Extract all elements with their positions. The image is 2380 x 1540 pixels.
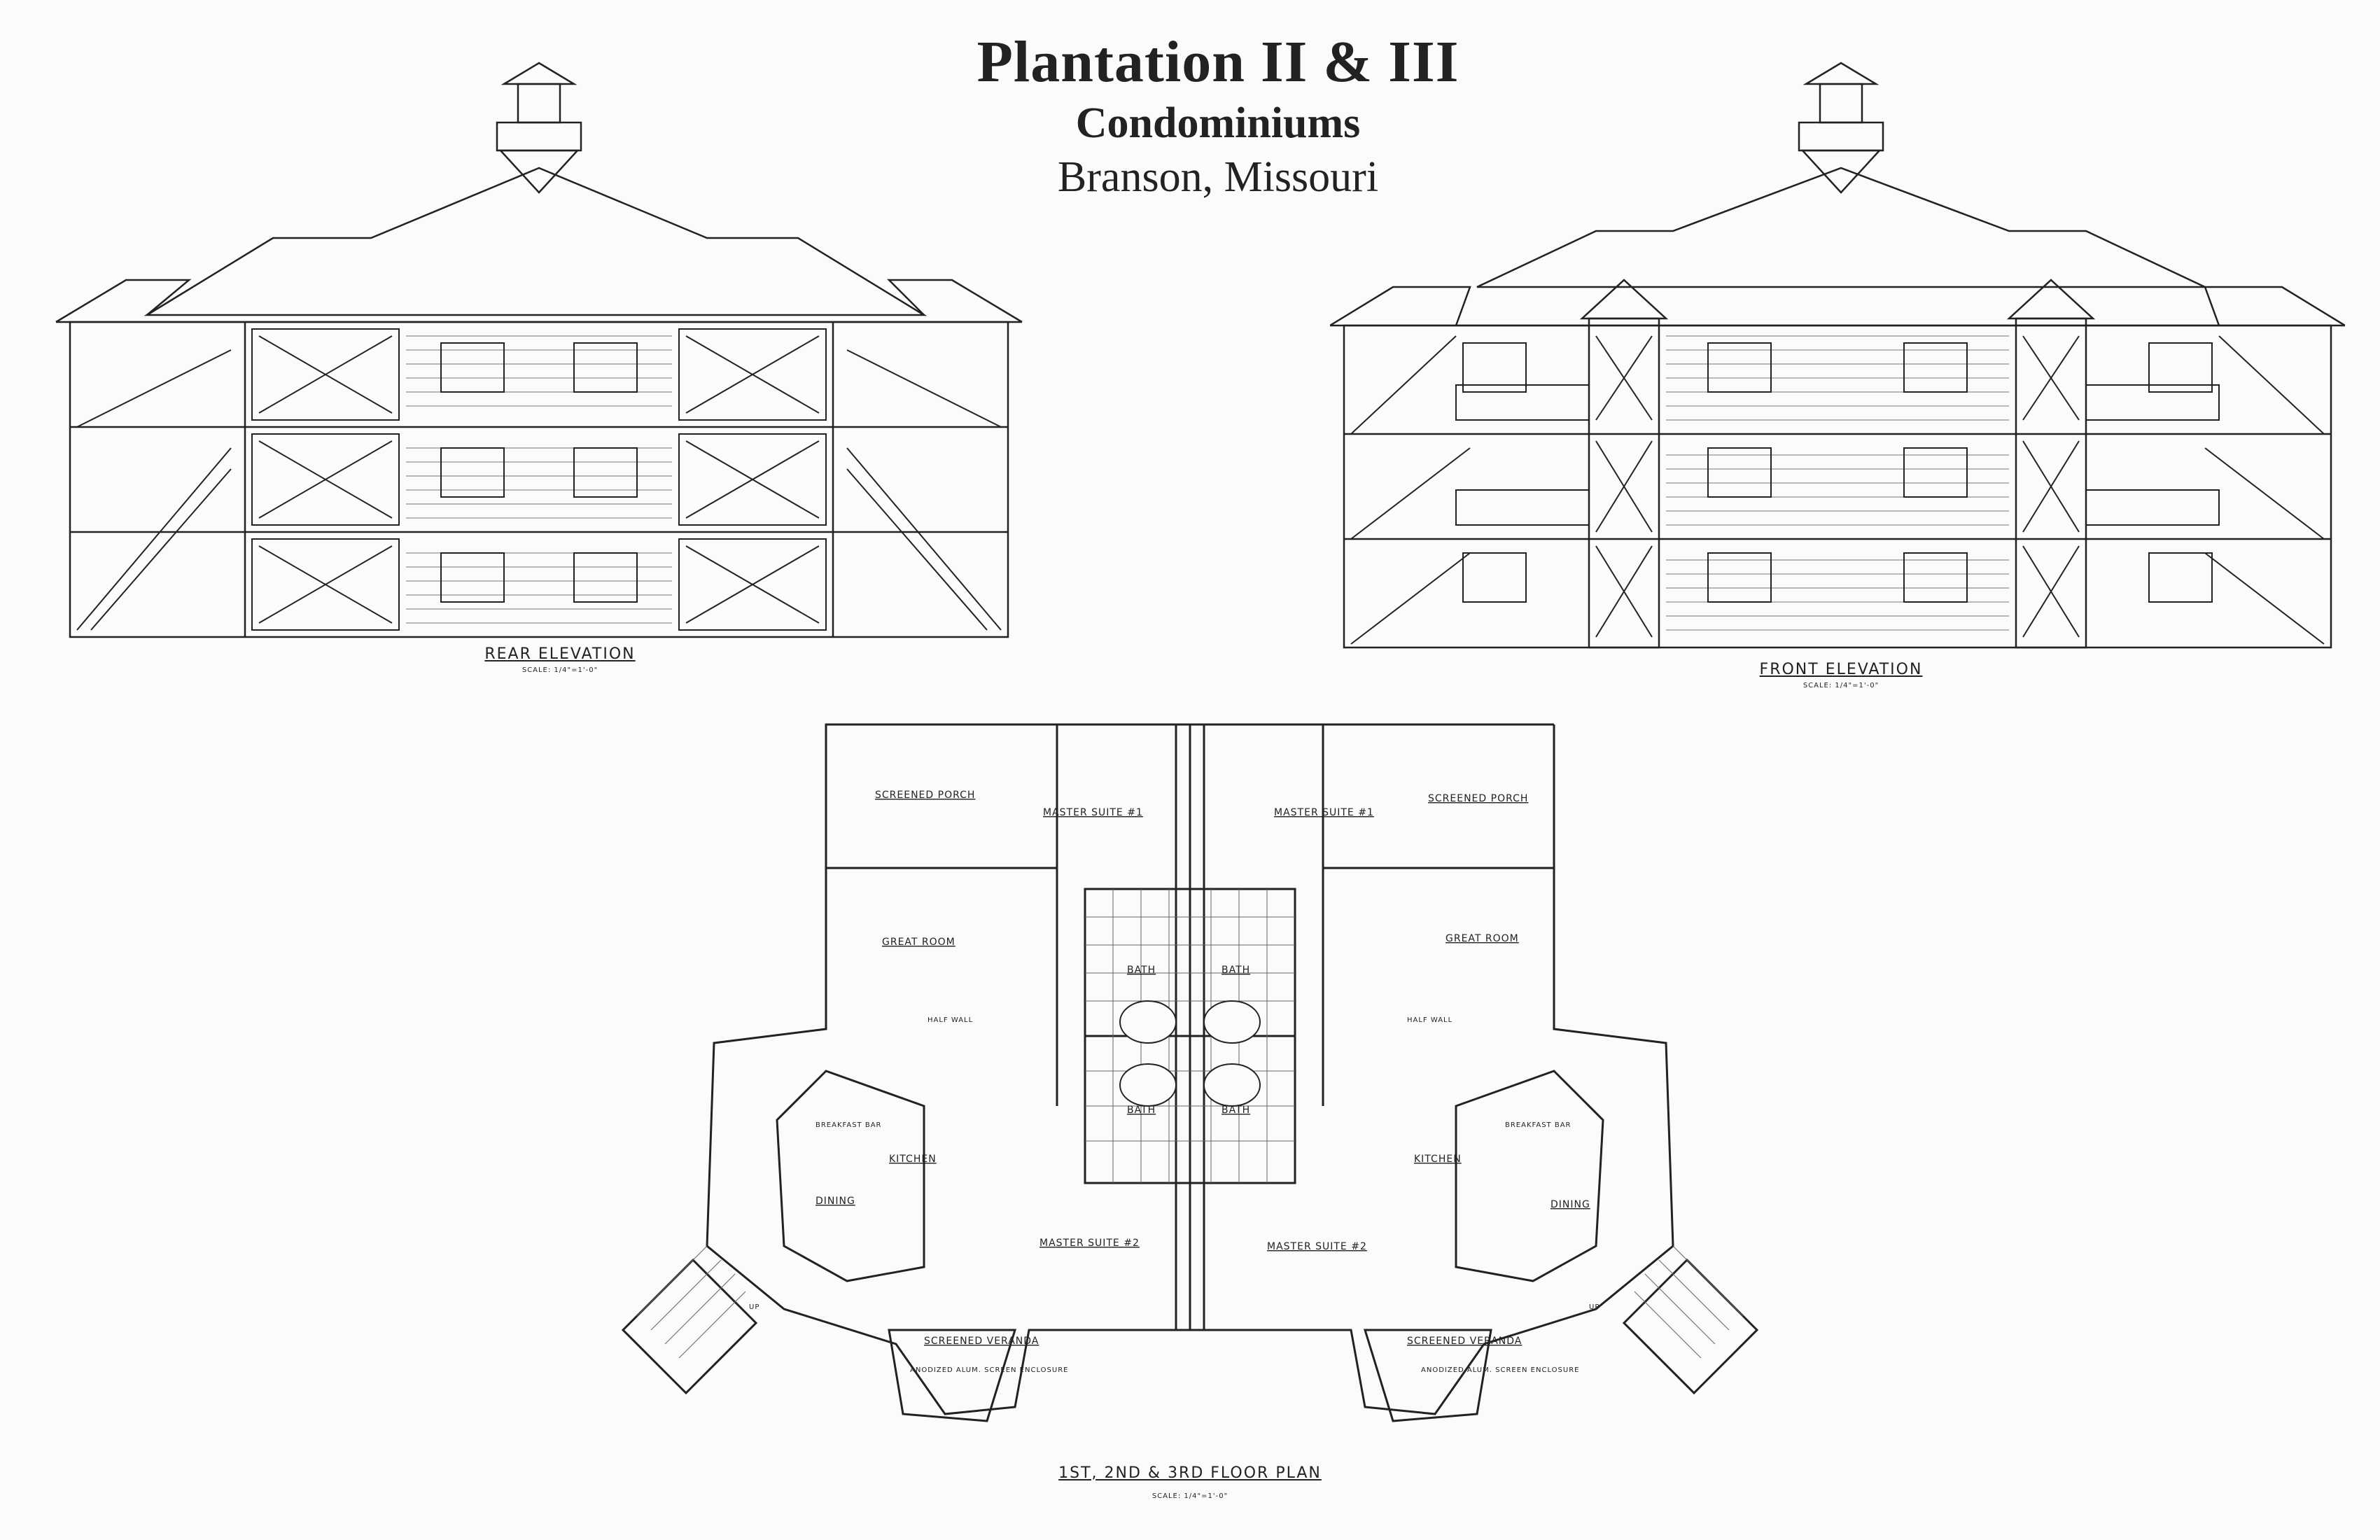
- front-elevation-drawing: [1330, 62, 2345, 649]
- label-great-room-right: GREAT ROOM: [1446, 933, 1519, 944]
- label-breakfast-bar-right: BREAKFAST BAR: [1505, 1121, 1571, 1129]
- label-master-suite-2-right: MASTER SUITE #2: [1267, 1241, 1367, 1252]
- floor-plan-drawing: SCREENED PORCH SCREENED PORCH MASTER SUI…: [621, 723, 1759, 1422]
- label-master-suite-1-left: MASTER SUITE #1: [1043, 807, 1143, 818]
- project-location: Branson, Missouri: [1057, 153, 1379, 201]
- title-block: Plantation II & III Condominiums Branson…: [868, 28, 1568, 202]
- label-screened-porch-left: SCREENED PORCH: [875, 790, 975, 801]
- label-dining-right: DINING: [1550, 1199, 1590, 1210]
- floor-plan-scale: SCALE: 1/4"=1'-0": [1152, 1492, 1228, 1500]
- front-elevation-caption: FRONT ELEVATION: [1759, 661, 1923, 678]
- label-screened-veranda-left: SCREENED VERANDA: [924, 1336, 1039, 1347]
- label-bath-lower-left: BATH: [1127, 1105, 1156, 1116]
- label-enclosure-note-left: ANODIZED ALUM. SCREEN ENCLOSURE: [910, 1366, 1068, 1374]
- front-elevation-scale: SCALE: 1/4"=1'-0": [1802, 682, 1879, 690]
- floor-plan-caption: 1ST, 2ND & 3RD FLOOR PLAN: [1058, 1464, 1322, 1482]
- label-up-left: UP: [749, 1303, 760, 1311]
- label-half-wall-right: HALF WALL: [1407, 1016, 1452, 1024]
- label-screened-porch-right: SCREENED PORCH: [1428, 793, 1528, 804]
- label-bath-upper-left: BATH: [1127, 965, 1156, 976]
- project-title: Plantation II & III: [976, 29, 1460, 94]
- label-screened-veranda-right: SCREENED VERANDA: [1407, 1336, 1522, 1347]
- label-kitchen-right: KITCHEN: [1414, 1154, 1462, 1165]
- rear-elevation-caption: REAR ELEVATION: [484, 645, 636, 663]
- label-master-suite-2-left: MASTER SUITE #2: [1040, 1238, 1140, 1249]
- label-bath-lower-right: BATH: [1222, 1105, 1250, 1116]
- label-up-right: UP: [1589, 1303, 1600, 1311]
- label-master-suite-1-right: MASTER SUITE #1: [1274, 807, 1374, 818]
- rear-elevation-drawing: [55, 62, 1023, 638]
- label-kitchen-left: KITCHEN: [889, 1154, 937, 1165]
- label-bath-upper-right: BATH: [1222, 965, 1250, 976]
- label-breakfast-bar-left: BREAKFAST BAR: [816, 1121, 881, 1129]
- label-great-room-left: GREAT ROOM: [882, 937, 955, 948]
- rear-elevation-scale: SCALE: 1/4"=1'-0": [522, 666, 598, 674]
- label-dining-left: DINING: [816, 1196, 855, 1207]
- label-half-wall-left: HALF WALL: [927, 1016, 973, 1024]
- label-enclosure-note-right: ANODIZED ALUM. SCREEN ENCLOSURE: [1421, 1366, 1579, 1374]
- project-subtitle: Condominiums: [1075, 99, 1361, 147]
